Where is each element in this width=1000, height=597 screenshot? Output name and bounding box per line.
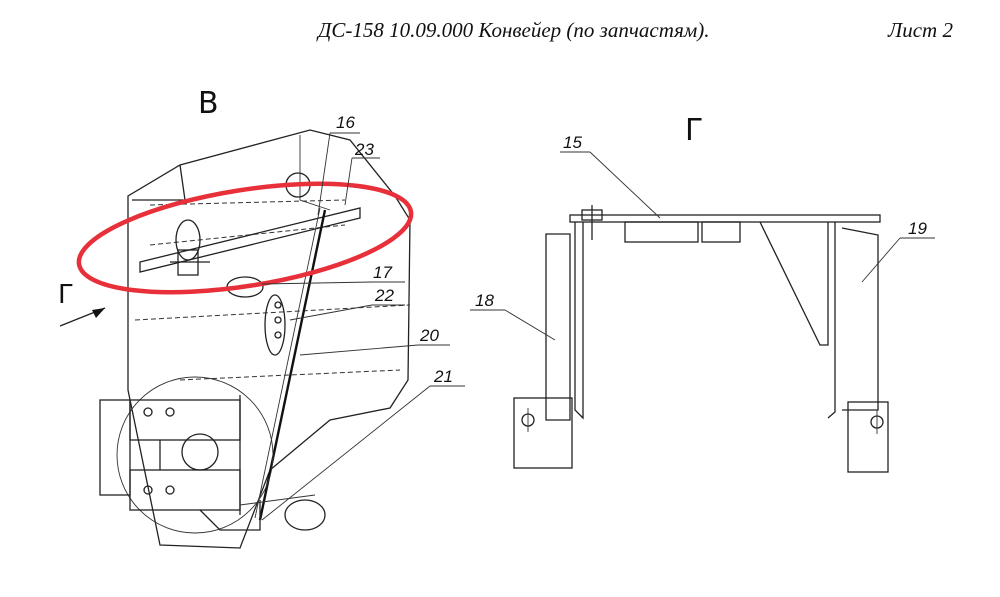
callout-15: 15 [563,133,582,152]
arrow-g-label: Г [58,280,74,310]
callout-19: 19 [908,219,927,238]
document-title: ДС-158 10.09.000 Конвейер (по запчастям)… [318,18,710,42]
view-g-drawing [470,151,935,473]
callout-22: 22 [374,286,394,305]
view-v-label: В [198,86,219,121]
view-g-label: Г [685,113,703,148]
callout-23: 23 [354,140,374,159]
sheet-number: Лист 2 [888,18,953,42]
callout-16: 16 [336,113,355,132]
view-v-drawing [59,129,465,549]
callout-18: 18 [475,291,494,310]
callout-21: 21 [433,367,453,386]
callout-17: 17 [373,263,392,282]
callout-20: 20 [419,326,439,345]
